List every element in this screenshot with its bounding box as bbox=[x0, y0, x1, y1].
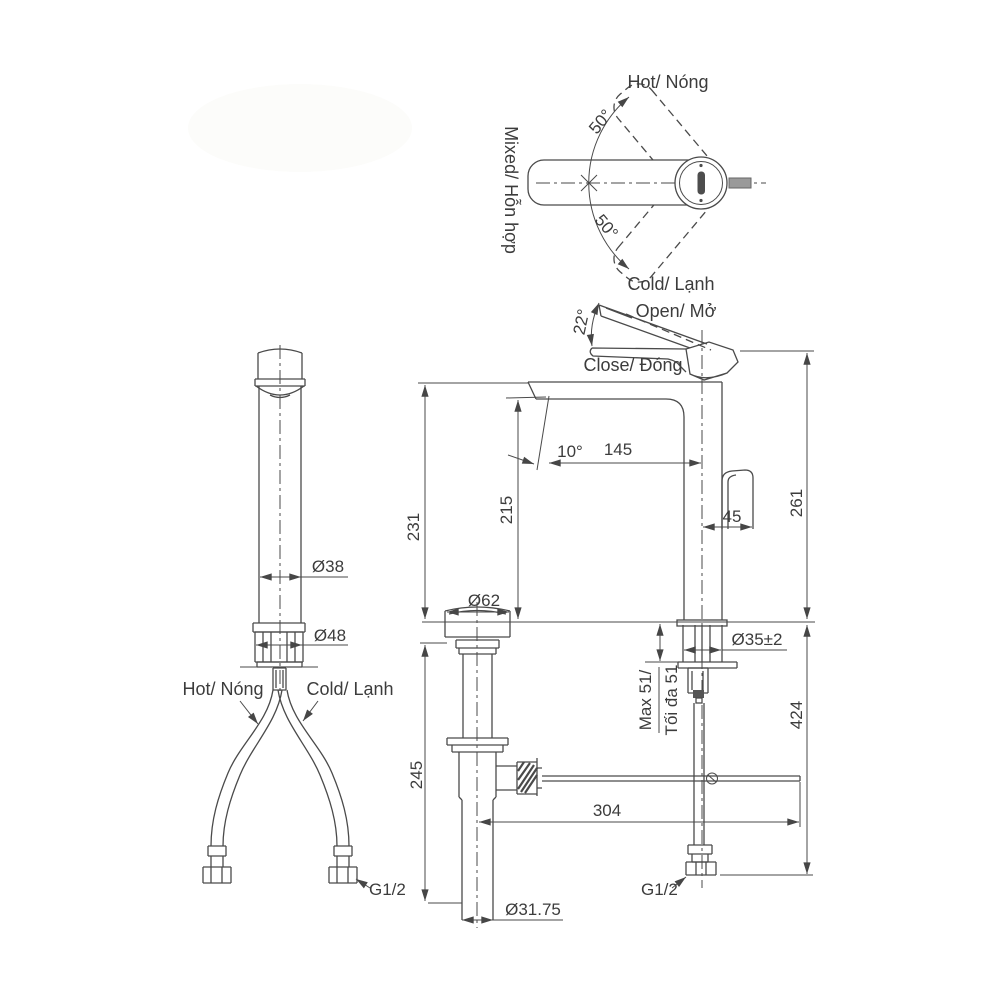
base-hex-nut bbox=[254, 631, 304, 663]
outlet-angle-extension bbox=[536, 395, 550, 471]
g12-right-leader bbox=[671, 876, 687, 889]
top-view-handle-rotation: Hot/ Nóng Cold/ Lạnh Mixed/ Hỗn hợp 50° … bbox=[501, 72, 766, 294]
handle-pivot-slot bbox=[697, 171, 705, 195]
tube-collar bbox=[687, 844, 713, 863]
dim-215-ext bbox=[505, 396, 547, 399]
drain-upper-tube bbox=[462, 654, 493, 738]
max51-label-2: Tối đa 51 bbox=[662, 665, 681, 736]
dim-35: Ø35±2 bbox=[732, 630, 783, 649]
supply-tube bbox=[693, 703, 705, 845]
label-cold: Cold/ Lạnh bbox=[627, 274, 714, 294]
drain-neck-rings bbox=[455, 639, 500, 655]
dim-62: Ø62 bbox=[468, 591, 500, 610]
dim-231: 231 bbox=[404, 513, 423, 541]
label-hot-front: Hot/ Nóng bbox=[182, 679, 263, 699]
drain-assembly: Ø62 245 Ø31.75 304 bbox=[407, 591, 801, 928]
dim-48: Ø48 bbox=[314, 626, 346, 645]
base-collar bbox=[252, 622, 306, 633]
inlet-fitting bbox=[272, 667, 287, 691]
outlet-hatch bbox=[517, 761, 538, 794]
side-view-faucet: 215 145 10° 231 261 45 bbox=[404, 330, 815, 888]
dim-215: 215 bbox=[497, 496, 516, 524]
outlet-angle-arrow bbox=[507, 454, 535, 465]
cold-leader bbox=[302, 700, 319, 722]
label-g12-left: G1/2 bbox=[369, 880, 406, 899]
arc-center-tick bbox=[580, 174, 598, 192]
rod-clamp-hatch bbox=[707, 774, 717, 783]
hose-cold bbox=[277, 689, 350, 847]
angle-22-arc bbox=[586, 302, 600, 347]
check-valve-body bbox=[687, 667, 709, 694]
pivot-dot-top bbox=[699, 163, 703, 168]
threaded-shank bbox=[682, 625, 723, 662]
mounting-plate bbox=[677, 661, 738, 669]
valve-nub bbox=[695, 697, 703, 704]
dim-3175: Ø31.75 bbox=[505, 900, 561, 919]
closed-lever-outline bbox=[589, 347, 687, 373]
label-open: Open/ Mở bbox=[636, 301, 717, 321]
dim-304: 304 bbox=[593, 801, 621, 820]
label-close: Close/ Đóng bbox=[583, 355, 682, 375]
g12-left-leader bbox=[355, 878, 371, 889]
dim-45: 45 bbox=[723, 507, 742, 526]
drain-side-outlet bbox=[496, 758, 542, 796]
drain-lower-tube bbox=[458, 752, 497, 920]
angle-50-lower: 50° bbox=[591, 211, 622, 243]
lift-rod bbox=[542, 775, 801, 782]
open-lever-dashed-line bbox=[625, 313, 712, 351]
dim-424: 424 bbox=[787, 701, 806, 729]
spout-column-outline bbox=[258, 386, 302, 623]
label-cold-front: Cold/ Lạnh bbox=[306, 679, 393, 699]
hose-hot bbox=[210, 689, 283, 847]
dim-145: 145 bbox=[604, 440, 632, 459]
hose-cold-nut bbox=[328, 845, 358, 884]
faucet-body-outline bbox=[527, 381, 723, 620]
rod-clamp bbox=[706, 772, 718, 785]
angle-50-upper: 50° bbox=[585, 106, 616, 138]
supply-nut bbox=[685, 861, 717, 876]
label-g12-right: G1/2 bbox=[641, 880, 678, 899]
check-valve-dark bbox=[693, 690, 704, 698]
handle-pivot-inner bbox=[679, 161, 723, 205]
hose-hot-nut bbox=[202, 845, 232, 884]
dim-10deg: 10° bbox=[557, 442, 583, 461]
dim-261: 261 bbox=[787, 489, 806, 517]
drain-mid-collar bbox=[446, 737, 509, 753]
drain-flange bbox=[444, 606, 511, 638]
open-lever-outline bbox=[598, 304, 708, 349]
handle-open-close-detail: Open/ Mở Close/ Đóng 22° bbox=[570, 301, 739, 381]
hot-leader bbox=[239, 700, 259, 725]
max51-label-1: Max 51/ bbox=[636, 669, 655, 730]
label-hot: Hot/ Nóng bbox=[627, 72, 708, 92]
dim-38: Ø38 bbox=[312, 557, 344, 576]
pivot-dot-bottom bbox=[699, 198, 703, 203]
dim-245: 245 bbox=[407, 761, 426, 789]
handle-stub bbox=[728, 177, 752, 189]
handle-cap-outline bbox=[685, 341, 739, 381]
front-view-faucet: Hot/ Nóng Cold/ Lạnh Ø38 Ø48 G1/2 bbox=[182, 345, 406, 899]
lever-grip-profile bbox=[721, 469, 754, 529]
angle-22: 22° bbox=[570, 307, 594, 336]
label-mixed: Mixed/ Hỗn hợp bbox=[501, 126, 522, 254]
watermark-blob bbox=[188, 84, 412, 172]
supply-shank-assembly: Ø35±2 Max 51/ Tối đa 51 424 G1/2 bbox=[636, 624, 813, 899]
